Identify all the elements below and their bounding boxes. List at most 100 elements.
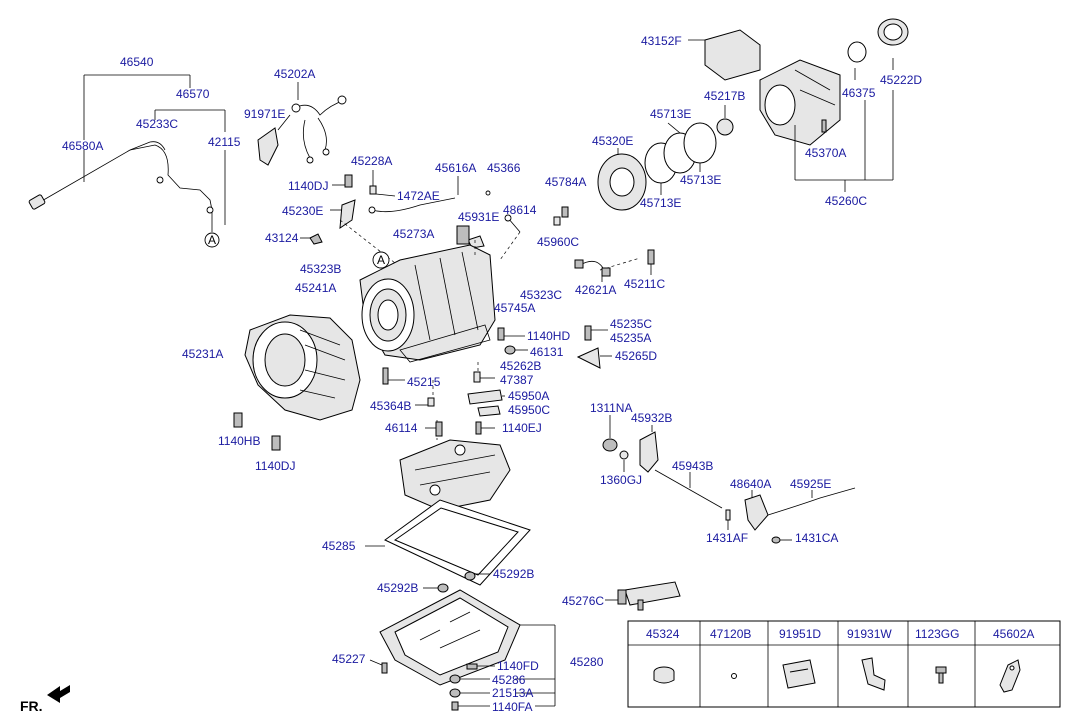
legend-header-2: 47120B [710, 627, 751, 641]
legend-header-4: 91931W [847, 627, 892, 641]
label-45235C: 45235C [610, 317, 652, 331]
label-45950A: 45950A [508, 389, 549, 403]
label-45202A: 45202A [274, 67, 315, 81]
label-48614: 48614 [503, 203, 537, 217]
label-46570: 46570 [176, 87, 210, 101]
label-45280: 45280 [570, 655, 604, 669]
label-45292B-left: 45292B [377, 581, 418, 595]
label-45285: 45285 [322, 539, 356, 553]
label-45323C: 45323C [520, 288, 562, 302]
label-45222D: 45222D [880, 73, 922, 87]
front-direction-indicator: FR. [20, 685, 70, 714]
label-48640A: 48640A [730, 477, 771, 491]
label-45932B: 45932B [631, 411, 672, 425]
label-1311NA: 1311NA [590, 401, 632, 415]
label-1140FA: 1140FA [492, 700, 532, 714]
label-45713E-top: 45713E [650, 107, 691, 121]
legend-table: 45324 47120B 91951D 91931W 1123GG 45602A [627, 620, 1061, 708]
wiring-harness-group [257, 82, 347, 166]
label-45950C: 45950C [508, 403, 550, 417]
fr-label: FR. [20, 698, 43, 714]
label-42115: 42115 [208, 135, 241, 149]
label-1472AE: 1472AE [397, 189, 440, 203]
label-1140HB: 1140HB [218, 434, 260, 448]
oil-pan [369, 571, 556, 711]
label-1140EJ: 1140EJ [502, 421, 542, 435]
label-45320E: 45320E [592, 134, 633, 148]
label-45211C: 45211C [624, 277, 665, 291]
label-45235A: 45235A [610, 331, 651, 345]
label-1140DJ-bottom: 1140DJ [255, 459, 295, 473]
label-45931E: 45931E [458, 210, 499, 224]
label-45713E-right: 45713E [680, 173, 721, 187]
label-45370A: 45370A [805, 146, 846, 160]
right-components [553, 18, 909, 282]
marker-a-label-2: A [377, 253, 385, 267]
label-1431AF: 1431AF [706, 531, 748, 545]
label-46540: 46540 [120, 55, 154, 69]
transmission-body [359, 225, 496, 363]
label-46375: 46375 [842, 86, 876, 100]
label-45943B: 45943B [672, 459, 713, 473]
label-45925E: 45925E [790, 477, 831, 491]
lever-bracket-icon [999, 659, 1021, 693]
label-45745A: 45745A [494, 301, 535, 315]
plug-icon [653, 666, 675, 684]
marker-a-label-1: A [208, 233, 216, 247]
label-1140FD: 1140FD [497, 659, 539, 673]
converter-housing [233, 314, 361, 451]
label-45286: 45286 [492, 673, 526, 687]
valve-body [399, 439, 511, 511]
reference-marker-a: A A [204, 232, 390, 269]
part-labels: 46540 46570 46580A 45233C 42115 45202A 9… [62, 34, 922, 714]
label-45230E: 45230E [282, 204, 323, 218]
label-45233C: 45233C [136, 117, 178, 131]
label-45366: 45366 [487, 161, 521, 175]
label-45228A: 45228A [351, 154, 392, 168]
label-46131: 46131 [530, 345, 564, 359]
label-45276C: 45276C [562, 594, 604, 608]
label-45616A: 45616A [435, 161, 476, 175]
label-45217B: 45217B [704, 89, 745, 103]
oil-gauge-group [28, 74, 226, 232]
label-42621A: 42621A [575, 283, 616, 297]
bracket-icon [861, 657, 886, 691]
label-45241A: 45241A [295, 281, 336, 295]
small-bolts-middle [382, 325, 612, 437]
legend-header-3: 91951D [779, 627, 821, 641]
label-45273A: 45273A [393, 227, 434, 241]
label-46580A: 46580A [62, 139, 103, 153]
label-45215: 45215 [407, 375, 441, 389]
bolt-icon [935, 666, 947, 684]
label-45265D: 45265D [615, 349, 657, 363]
ball-icon [731, 673, 737, 679]
label-43124: 43124 [265, 231, 299, 245]
label-46114: 46114 [385, 421, 418, 435]
sealant-tube [605, 581, 681, 611]
fasteners-top-group [300, 170, 521, 249]
legend-header-6: 45602A [993, 627, 1034, 641]
legend-header-5: 1123GG [915, 627, 959, 641]
clip-icon [782, 659, 816, 689]
label-1360GJ: 1360GJ [600, 473, 642, 487]
label-45262B: 45262B [500, 359, 541, 373]
label-1140HD: 1140HD [527, 329, 570, 343]
label-45231A: 45231A [182, 347, 223, 361]
fr-arrow-icon [47, 685, 70, 703]
label-45784A: 45784A [545, 175, 586, 189]
label-1140DJ-top: 1140DJ [288, 179, 328, 193]
label-45227: 45227 [332, 652, 366, 666]
label-45292B-right: 45292B [493, 567, 534, 581]
label-91971E: 91971E [244, 107, 285, 121]
oil-pan-gasket [365, 499, 531, 586]
label-45713E-bottom: 45713E [640, 196, 681, 210]
label-45323B: 45323B [300, 262, 341, 276]
label-21513A: 21513A [492, 686, 533, 700]
label-47387: 47387 [500, 373, 534, 387]
shift-linkage [602, 415, 856, 544]
label-45364B: 45364B [370, 399, 411, 413]
label-1431CA: 1431CA [795, 531, 838, 545]
legend-header-1: 45324 [646, 627, 680, 641]
label-45960C: 45960C [537, 235, 579, 249]
